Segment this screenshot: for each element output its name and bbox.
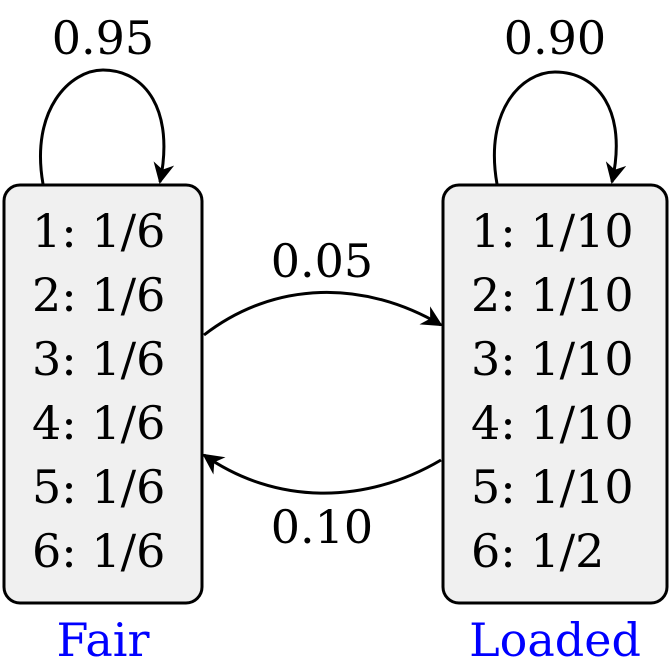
state-loaded-box: [441, 183, 669, 605]
state-fair-box: [2, 183, 204, 605]
loaded-to-fair-arrow: [202, 453, 442, 495]
state-fair-label: Fair: [57, 613, 150, 665]
fair-to-loaded-prob: 0.05: [271, 234, 373, 288]
loaded-emission-6: 6: 1/2: [471, 524, 604, 578]
loaded-emission-2: 2: 1/10: [471, 268, 634, 322]
state-fair: 1: 1/6 2: 1/6 3: 1/6 4: 1/6 5: 1/6 6: 1/…: [2, 183, 204, 605]
fair-emission-2: 2: 1/6: [32, 268, 165, 322]
loaded-emission-5: 5: 1/10: [471, 460, 634, 514]
loaded-self-loop-prob: 0.90: [504, 11, 606, 65]
fair-self-loop-prob: 0.95: [52, 11, 154, 65]
loaded-emission-1: 1: 1/10: [471, 204, 634, 258]
loaded-to-fair-prob: 0.10: [271, 500, 373, 554]
loaded-emission-4: 4: 1/10: [471, 396, 634, 450]
fair-emission-1: 1: 1/6: [32, 204, 165, 258]
loaded-emission-3: 3: 1/10: [471, 332, 634, 386]
state-loaded-label: Loaded: [469, 613, 641, 665]
fair-emission-6: 6: 1/6: [32, 524, 165, 578]
fair-emission-5: 5: 1/6: [32, 460, 165, 514]
state-loaded: 1: 1/10 2: 1/10 3: 1/10 4: 1/10 5: 1/10 …: [441, 183, 669, 605]
fair-emission-3: 3: 1/6: [32, 332, 165, 386]
loaded-self-loop-arrow: [492, 70, 627, 185]
fair-self-loop-arrow: [39, 68, 175, 185]
fair-emission-4: 4: 1/6: [32, 396, 165, 450]
fair-to-loaded-arrow: [203, 290, 443, 337]
